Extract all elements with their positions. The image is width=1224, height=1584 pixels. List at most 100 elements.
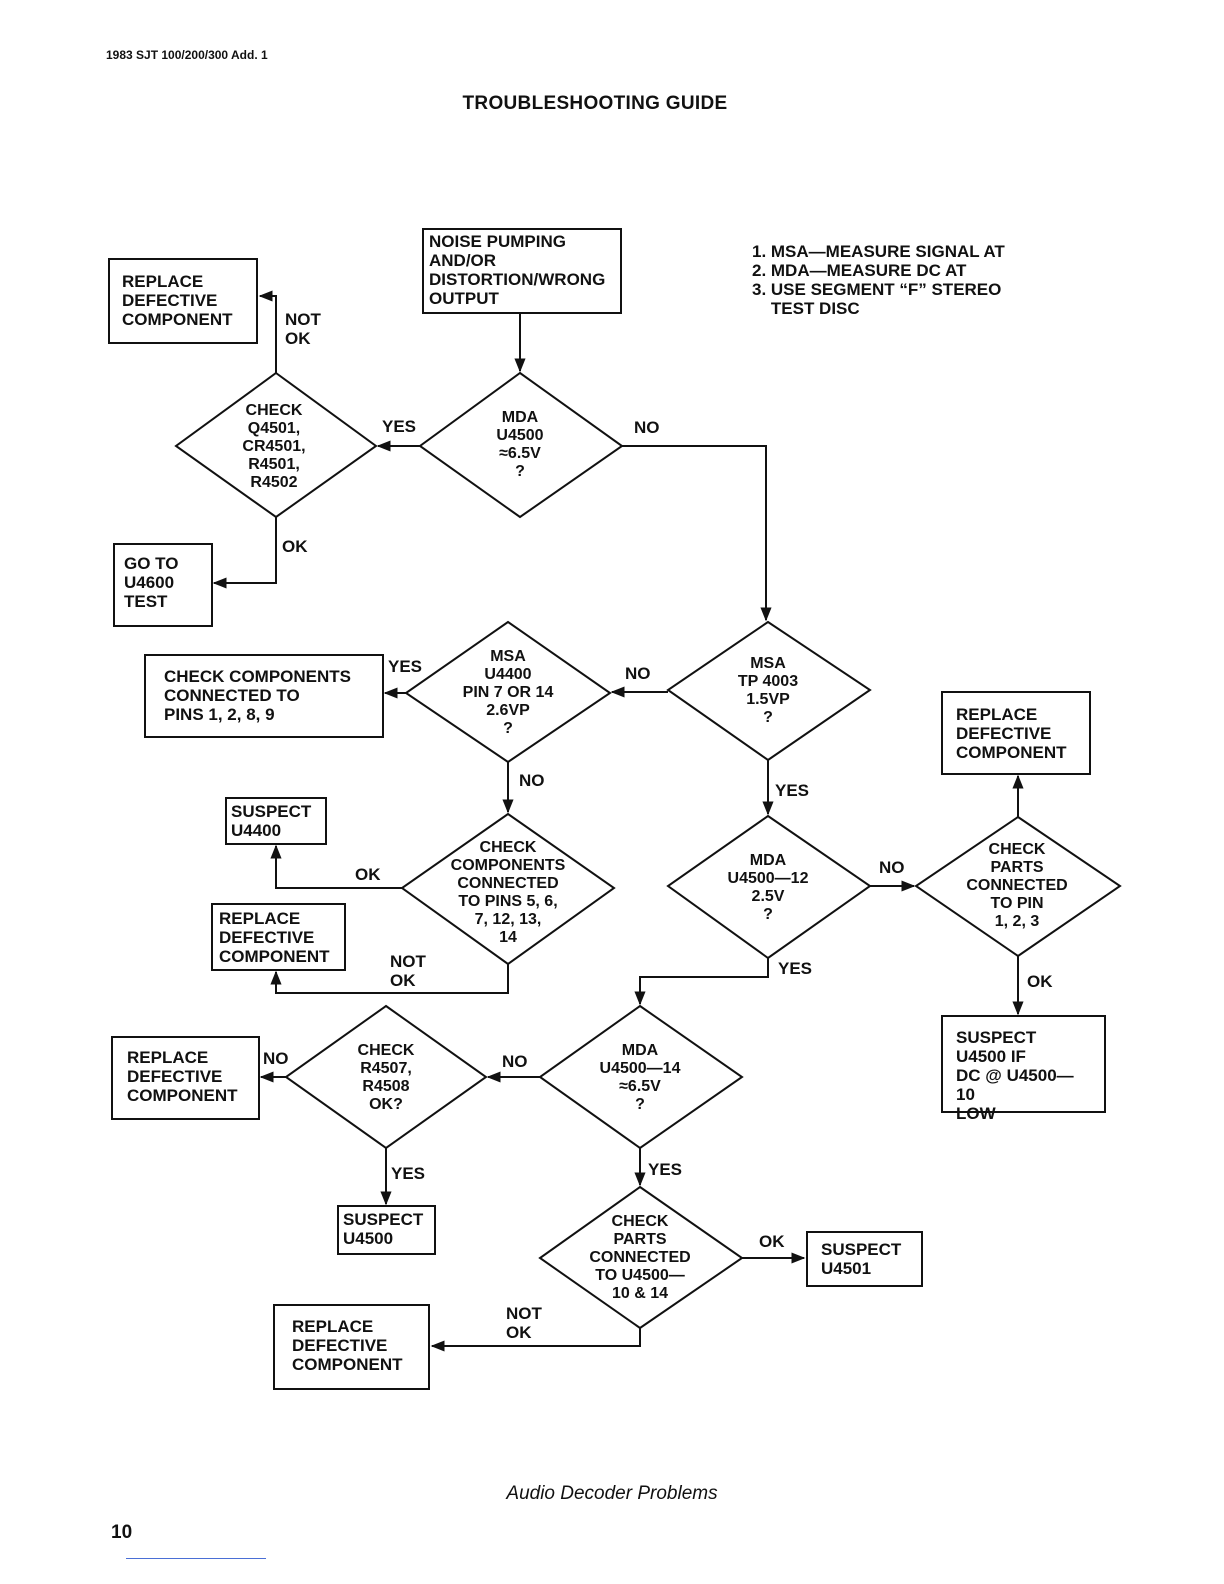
d7-line-2: PARTS (990, 859, 1044, 876)
d2-line-5: R4502 (250, 474, 298, 491)
check-components-pins-1289-box: CHECK COMPONENTS CONNECTED TO PINS 1, 2,… (144, 654, 384, 738)
d7-line-3: CONNECTED (966, 877, 1068, 894)
label-d8-no: NO (502, 1052, 528, 1071)
label-d1-yes: YES (382, 417, 417, 436)
suspect-u4400-line-2: U4400 (231, 821, 282, 840)
decision-d5-text: CHECK COMPONENTS CONNECTED TO PINS 5, 6,… (451, 839, 566, 947)
d5-line-1: CHECK (479, 839, 537, 856)
note-3-continued: TEST DISC (752, 299, 860, 318)
suspect-u4400-line-1: SUSPECT (231, 802, 312, 821)
decision-d7-text: CHECK PARTS CONNECTED TO PIN 1, 2, 3 (966, 841, 1067, 931)
page-number: 10 (111, 1522, 133, 1543)
d10-not-ok-line-1: NOT (506, 1304, 542, 1323)
d5-not-ok-line-2: OK (390, 971, 416, 990)
label-d2-ok: OK (282, 537, 308, 556)
replace-4-line-2: DEFECTIVE (292, 1336, 388, 1355)
d10-line-1: CHECK (611, 1213, 669, 1230)
decision-d9-text: CHECK R4507, R4508 OK? (358, 1042, 415, 1114)
check-pins-line-3: PINS 1, 2, 8, 9 (164, 705, 275, 724)
d9-line-4: OK? (369, 1096, 403, 1113)
notes-list: 1. MSA—MEASURE SIGNAL AT 2. MDA—MEASURE … (752, 242, 1005, 318)
connector-d10-not-ok (430, 1328, 641, 1352)
replace-4-line-1: REPLACE (292, 1317, 374, 1336)
label-d2-not-ok: NOT OK (285, 310, 321, 348)
start-line-3: DISTORTION/WRONG (429, 270, 606, 289)
d2-line-4: R4501, (248, 456, 300, 473)
goto-line-3: TEST (124, 592, 168, 611)
d7-line-5: 1, 2, 3 (994, 913, 1040, 930)
d1-line-2: U4500 (496, 427, 544, 444)
d10-not-ok-line-2: OK (506, 1323, 532, 1342)
d2-line-2: Q4501, (247, 420, 301, 437)
connector-d1-no (622, 445, 772, 622)
d3-line-4: ? (763, 709, 773, 726)
replace-1-line-2: DEFECTIVE (122, 291, 218, 310)
d2-line-1: CHECK (245, 402, 303, 419)
suspect-u4500-line-1: SUSPECT (343, 1210, 424, 1229)
d1-line-4: ? (515, 463, 525, 480)
d5-line-6: 14 (499, 929, 517, 946)
replace-4-line-3: COMPONENT (292, 1355, 403, 1374)
replace-right-line-3: COMPONENT (956, 743, 1067, 762)
label-d9-yes: YES (391, 1164, 426, 1183)
d1-line-3: ≈6.5V (499, 445, 541, 462)
d2-not-ok-line-1: NOT (285, 310, 321, 329)
footer-rule (126, 1558, 266, 1559)
d3-line-2: TP 4003 (737, 673, 799, 690)
label-d9-no: NO (263, 1049, 289, 1068)
suspect-u4501-line-2: U4501 (821, 1259, 872, 1278)
replace-2-line-3: COMPONENT (219, 947, 330, 966)
label-d8-yes: YES (648, 1160, 683, 1179)
label-d10-ok: OK (759, 1232, 785, 1251)
replace-component-box-1: REPLACE DEFECTIVE COMPONENT (108, 258, 258, 344)
d5-line-5: 7, 12, 13, (474, 911, 542, 928)
decision-d10-text: CHECK PARTS CONNECTED TO U4500— 10 & 14 (589, 1213, 690, 1303)
replace-1-line-1: REPLACE (122, 272, 204, 291)
label-d3-no: NO (625, 664, 651, 683)
d10-line-5: 10 & 14 (611, 1285, 669, 1302)
start-line-4: OUTPUT (429, 289, 499, 308)
d9-line-2: R4507, (360, 1060, 412, 1077)
label-d7-ok: OK (1027, 972, 1053, 991)
d10-line-3: CONNECTED (589, 1249, 691, 1266)
start-line-2: AND/OR (429, 251, 497, 270)
goto-u4600-box: GO TO U4600 TEST (113, 543, 213, 627)
d4-line-4: 2.6VP (486, 702, 530, 719)
label-d5-not-ok: NOT OK (390, 952, 426, 990)
connector-d6-yes (634, 958, 769, 1006)
suspect-if-line-4: LOW (956, 1104, 996, 1123)
d6-line-1: MDA (749, 852, 787, 869)
d10-line-4: TO U4500— (595, 1267, 685, 1284)
d9-line-1: CHECK (357, 1042, 415, 1059)
d2-line-3: CR4501, (242, 438, 306, 455)
d3-line-3: 1.5VP (746, 691, 790, 708)
replace-component-box-right: REPLACE DEFECTIVE COMPONENT (941, 691, 1091, 775)
d4-line-5: ? (503, 720, 513, 737)
decision-d4-text: MSA U4400 PIN 7 OR 14 2.6VP ? (463, 648, 554, 738)
d4-line-2: U4400 (484, 666, 532, 683)
document-header: 1983 SJT 100/200/300 Add. 1 (106, 48, 268, 62)
label-d10-not-ok: NOT OK (506, 1304, 542, 1342)
label-d4-yes: YES (388, 657, 423, 676)
goto-line-2: U4600 (124, 573, 175, 592)
replace-2-line-2: DEFECTIVE (219, 928, 315, 947)
connector-d2-not-ok (258, 290, 277, 373)
d4-line-1: MSA (490, 648, 526, 665)
decision-d1-shape (418, 371, 624, 519)
suspect-if-line-2: U4500 IF (956, 1047, 1026, 1066)
d6-line-2: U4500—12 (727, 870, 809, 887)
suspect-u4500-box: SUSPECT U4500 (337, 1205, 436, 1255)
d10-line-2: PARTS (613, 1231, 667, 1248)
suspect-u4500-if-box: SUSPECT U4500 IF DC @ U4500—10 LOW (941, 1015, 1106, 1123)
label-d5-ok: OK (355, 865, 381, 884)
d8-line-2: U4500—14 (599, 1060, 681, 1077)
start-box: NOISE PUMPING AND/OR DISTORTION/WRONG OU… (422, 228, 622, 314)
d5-not-ok-line-1: NOT (390, 952, 426, 971)
d7-line-4: TO PIN (990, 895, 1044, 912)
d7-line-1: CHECK (988, 841, 1046, 858)
label-d6-no: NO (879, 858, 905, 877)
d4-line-3: PIN 7 OR 14 (462, 684, 554, 701)
d8-line-4: ? (635, 1096, 645, 1113)
decision-d3-text: MSA TP 4003 1.5VP ? (738, 655, 798, 727)
